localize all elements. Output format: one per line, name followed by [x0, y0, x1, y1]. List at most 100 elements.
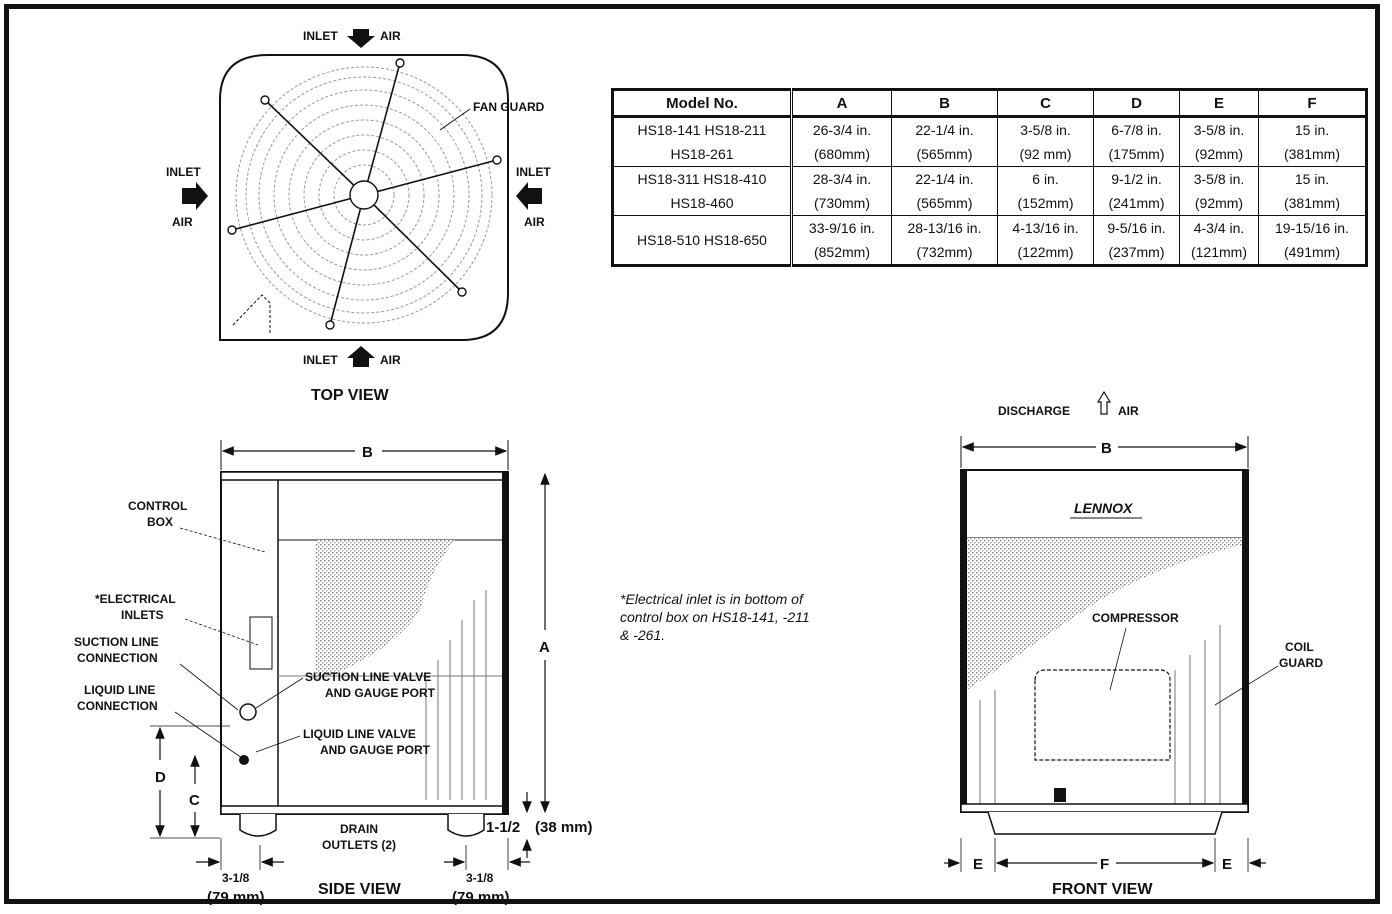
cell-d: 9-5/16 in. [1093, 215, 1180, 240]
air-top-label: AIR [380, 29, 401, 43]
front-view: DISCHARGE AIR LENNOX COMPRESSOR COIL GUA… [944, 390, 1323, 898]
cell-e: (121mm) [1179, 240, 1259, 266]
front-dim-e-right-label: E [1222, 856, 1232, 873]
inlet-left-label: INLET [166, 165, 201, 179]
header-model: Model No. [612, 89, 793, 118]
dimensions-table: Model No. A B C D E F HS18-141 HS18-211 … [611, 88, 1368, 267]
cell-c: 6 in. [997, 166, 1094, 191]
cell-b: (732mm) [891, 240, 998, 266]
front-view-title: FRONT VIEW [1052, 881, 1153, 898]
suction-valve-label-1: SUCTION LINE VALVE [305, 670, 431, 684]
side-dim-c-label: C [189, 792, 200, 809]
control-box-label-1: CONTROL [128, 499, 187, 513]
cell-d: (175mm) [1093, 142, 1180, 167]
cell-b: (565mm) [891, 191, 998, 216]
air-left-label: AIR [172, 215, 193, 229]
header-e: E [1179, 89, 1259, 118]
discharge-arrow-icon [1096, 390, 1112, 415]
cell-e: (92mm) [1179, 191, 1259, 216]
cell-e: (92mm) [1179, 142, 1259, 167]
cell-f: 19-15/16 in. [1258, 215, 1367, 240]
cell-b: (565mm) [891, 142, 998, 167]
table-row: HS18-460 (730mm) (565mm) (152mm) (241mm)… [612, 191, 1367, 216]
coil-guard-label-2: GUARD [1279, 656, 1323, 670]
air-bottom-label: AIR [380, 353, 401, 367]
side-dim-a-label: A [539, 639, 550, 656]
model-cell: HS18-460 [612, 191, 793, 216]
side-base-height-mm-label: (38 mm) [535, 819, 593, 836]
cell-c: (152mm) [997, 191, 1094, 216]
front-dim-f-label: F [1100, 856, 1109, 873]
side-right-offset-mm-label: (79 mm) [452, 889, 510, 906]
control-box-label-2: BOX [147, 515, 173, 529]
cell-d: 9-1/2 in. [1093, 166, 1180, 191]
compressor-label: COMPRESSOR [1092, 611, 1179, 625]
model-cell: HS18-261 [612, 142, 793, 167]
cell-d: (237mm) [1093, 240, 1180, 266]
side-view-title: SIDE VIEW [318, 881, 402, 898]
cell-f: (381mm) [1258, 142, 1367, 167]
cell-c: (122mm) [997, 240, 1094, 266]
cell-a: 26-3/4 in. [791, 116, 892, 142]
air-right-label: AIR [524, 215, 545, 229]
inlet-bottom-arrow-icon [347, 346, 375, 367]
model-cell: HS18-510 HS18-650 [612, 215, 793, 266]
inlet-right-label: INLET [516, 165, 551, 179]
front-dim-b-label: B [1101, 440, 1112, 457]
table-header-row: Model No. A B C D E F [612, 89, 1367, 118]
suction-connection-label-2: CONNECTION [77, 651, 158, 665]
top-view-title: TOP VIEW [311, 387, 390, 404]
side-view: B A D C 1-1/2 (38 mm) 3-1/8 (79 mm) 3-1/… [74, 440, 593, 906]
cell-b: 28-13/16 in. [891, 215, 998, 240]
header-d: D [1093, 89, 1180, 118]
cell-a: (730mm) [791, 191, 892, 216]
header-f: F [1258, 89, 1367, 118]
electrical-inlet-note: *Electrical inlet is in bottom of contro… [620, 591, 810, 643]
cell-a: 28-3/4 in. [791, 166, 892, 191]
coil-guard-label-1: COIL [1285, 640, 1314, 654]
model-cell: HS18-141 HS18-211 [612, 116, 793, 142]
side-dim-b-label: B [362, 444, 373, 461]
drain-outlets-label-1: DRAIN [340, 822, 378, 836]
electrical-inlets-label-2: INLETS [121, 608, 164, 622]
top-view: FAN GUARD INLET AIR INLET AIR INLET AIR … [166, 29, 551, 404]
lennox-logo: LENNOX [1074, 500, 1134, 516]
fan-guard-label: FAN GUARD [473, 100, 545, 114]
header-b: B [891, 89, 998, 118]
side-dim-d-label: D [155, 769, 166, 786]
cell-c: 3-5/8 in. [997, 116, 1094, 142]
cell-f: 15 in. [1258, 166, 1367, 191]
drain-outlets-label-2: OUTLETS (2) [322, 838, 396, 852]
fan-guard-leader [439, 108, 471, 131]
cell-d: (241mm) [1093, 191, 1180, 216]
cell-e: 3-5/8 in. [1179, 166, 1259, 191]
cell-a: (680mm) [791, 142, 892, 167]
table-row: HS18-261 (680mm) (565mm) (92 mm) (175mm)… [612, 142, 1367, 167]
liquid-valve-label-1: LIQUID LINE VALVE [303, 727, 416, 741]
inlet-right-arrow-icon [516, 182, 542, 210]
discharge-label: DISCHARGE [998, 404, 1070, 418]
model-cell: HS18-311 HS18-410 [612, 166, 793, 191]
cell-f: 15 in. [1258, 116, 1367, 142]
inlet-bottom-label: INLET [303, 353, 338, 367]
discharge-air-label: AIR [1118, 404, 1139, 418]
table-row: HS18-510 HS18-650 33-9/16 in. 28-13/16 i… [612, 215, 1367, 266]
side-left-offset-label: 3-1/8 [222, 871, 250, 885]
liquid-connection-label-1: LIQUID LINE [84, 683, 155, 697]
header-c: C [997, 89, 1094, 118]
cell-c: (92 mm) [997, 142, 1094, 167]
liquid-valve-label-2: AND GAUGE PORT [320, 743, 431, 757]
cell-d: 6-7/8 in. [1093, 116, 1180, 142]
cell-a: (852mm) [813, 244, 870, 260]
cell-b: 22-1/4 in. [891, 166, 998, 191]
electrical-inlets-label-1: *ELECTRICAL [95, 592, 176, 606]
inlet-top-label: INLET [303, 29, 338, 43]
cell-f: (491mm) [1258, 240, 1367, 266]
side-right-offset-label: 3-1/8 [466, 871, 494, 885]
inlet-top-arrow-icon [347, 29, 375, 48]
cell-e: 4-3/4 in. [1179, 215, 1259, 240]
inlet-left-arrow-icon [182, 182, 208, 210]
table-row: HS18-311 HS18-410 28-3/4 in. 22-1/4 in. … [612, 166, 1367, 191]
table-row: (852mm) (732mm) (122mm) (237mm) (121mm) … [613, 240, 1367, 266]
